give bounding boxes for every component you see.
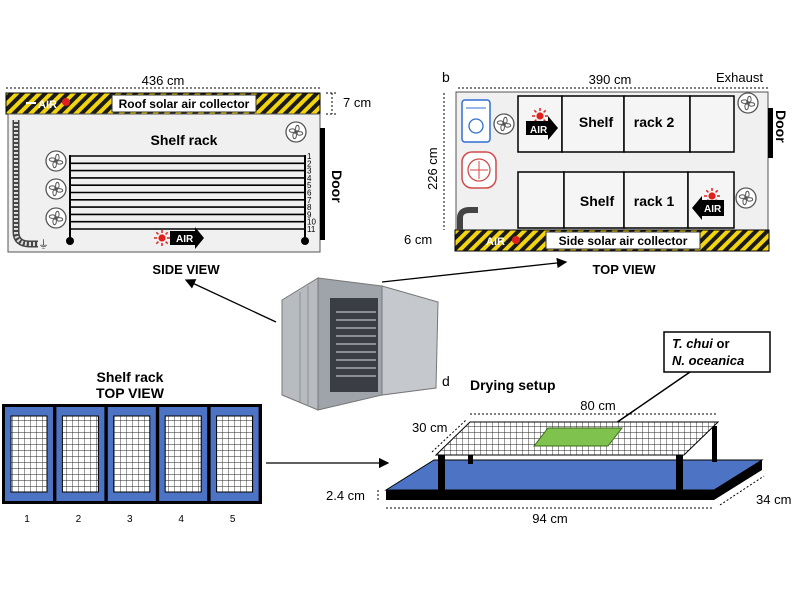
side-door [320, 128, 325, 240]
side-fan-icon-1 [45, 150, 67, 172]
base-width-label: 34 cm [756, 492, 791, 507]
side-view-caption: SIDE VIEW [152, 262, 220, 277]
side-rack-label: Shelf rack [151, 132, 218, 148]
top-door [768, 108, 773, 158]
rack1-air-label: AIR [704, 204, 722, 215]
side-air-arrow [170, 227, 204, 249]
shelf-number: 5 [307, 181, 312, 190]
side-fan-icon-3 [45, 207, 67, 229]
exhaust-fan-icon [737, 92, 759, 114]
rack-top-title-2: TOP VIEW [96, 385, 165, 401]
tray-number: 1 [24, 514, 30, 525]
side-width-label: 436 cm [142, 73, 185, 88]
svg-text:⏚: ⏚ [38, 238, 49, 251]
mesh-length-label: 80 cm [580, 398, 615, 413]
shelf-number: 4 [307, 174, 312, 183]
shelf-number: 10 [307, 218, 316, 227]
biomass-layer [532, 427, 624, 447]
arrow-to-side-view [184, 279, 277, 323]
species-callout-box [663, 331, 771, 373]
species-line-2: N. oceanica [672, 353, 744, 368]
rack-wheel-left [66, 237, 74, 245]
drying-setup-diagram: d Drying setup T. chui or N. oceanica 80… [326, 331, 791, 526]
shelf-rack-top-view: Shelf rack TOP VIEW 1 2 3 4 5 [2, 369, 262, 525]
arrow-to-top-view [381, 257, 568, 283]
shelf-number: 1 [307, 152, 312, 161]
rack2-air-arrow [526, 116, 558, 140]
rack1-label-left: Shelf [580, 193, 615, 209]
drying-setup-title: Drying setup [470, 377, 556, 393]
shelf-rack-2 [689, 95, 735, 153]
shelf-number: 2 [307, 159, 312, 168]
drying-panel-letter: d [442, 373, 450, 389]
shelf-number: 7 [307, 196, 312, 205]
tray-number: 4 [178, 514, 184, 525]
mesh-leg-front-right [676, 455, 683, 499]
tray-number-labels: 1 2 3 4 5 [24, 514, 236, 525]
tray-number: 5 [230, 514, 236, 525]
tray-mesh [216, 415, 254, 493]
rack1-label-right: rack 1 [634, 193, 675, 209]
mesh-width-label: 30 cm [412, 420, 447, 435]
side-exhaust-icon [285, 121, 307, 143]
rack-wheel-right [301, 237, 309, 245]
tray-mesh [113, 415, 151, 493]
shelf-number: 8 [307, 203, 312, 212]
roof-height-label: 7 cm [343, 95, 371, 110]
base-length-label: 94 cm [532, 511, 567, 526]
species-line-1: T. chui or [672, 336, 730, 351]
rack2-air-label: AIR [530, 125, 548, 136]
side-collector-label: Side solar air collector [559, 234, 688, 248]
tray-number: 3 [127, 514, 133, 525]
exhaust-label: Exhaust [716, 70, 763, 85]
container-photo [281, 277, 439, 411]
side-fan-icon-2 [45, 178, 67, 200]
shelf-number: 11 [307, 225, 316, 234]
side-shelves [70, 155, 305, 230]
mesh-leg-front-left [438, 455, 445, 499]
top-view-caption: TOP VIEW [592, 262, 656, 277]
side-view-diagram: 436 cm Roof solar air collector AIR 7 cm… [5, 73, 371, 277]
tray-mesh [164, 415, 202, 493]
top-fan-icon-left [493, 113, 515, 135]
tray-mesh [10, 415, 48, 493]
roof-collector-label-box [111, 94, 257, 113]
side-air-label: AIR [176, 234, 194, 245]
dehumidifier-icon [461, 99, 491, 143]
collector-heat-dot [512, 236, 520, 244]
top-fan-icon-right [735, 187, 757, 209]
top-panel-letter: b [442, 69, 450, 85]
collector-air-label: AIR [486, 236, 505, 248]
shelf-number: 3 [307, 167, 312, 176]
top-width-label: 390 cm [589, 72, 632, 87]
shelf-number: 6 [307, 189, 312, 198]
tray-number: 2 [76, 514, 82, 525]
side-air-duct [14, 120, 38, 246]
top-door-label: Door [773, 110, 789, 143]
tray-mesh [61, 415, 99, 493]
roof-air-label: AIR [38, 99, 57, 111]
rack1-air-arrow [692, 196, 724, 220]
rack2-label-left: Shelf [579, 114, 614, 130]
base-height-label: 2.4 cm [326, 488, 365, 503]
shelf-number: 9 [307, 210, 312, 219]
top-depth-label: 226 cm [425, 147, 440, 190]
top-air-duct [457, 207, 478, 230]
rack-top-title-1: Shelf rack [97, 369, 164, 385]
top-view-diagram: b 390 cm Exhaust 226 cm 6 cm Side solar … [404, 69, 789, 277]
side-door-label: Door [329, 170, 345, 203]
side-heat-icon [153, 229, 171, 247]
top-gap-label: 6 cm [404, 232, 432, 247]
rack2-label-right: rack 2 [634, 114, 675, 130]
roof-heat-dot [62, 98, 70, 106]
roof-collector-label: Roof solar air collector [119, 97, 250, 111]
rack-trays [5, 407, 259, 501]
drying-base-front [386, 490, 714, 500]
